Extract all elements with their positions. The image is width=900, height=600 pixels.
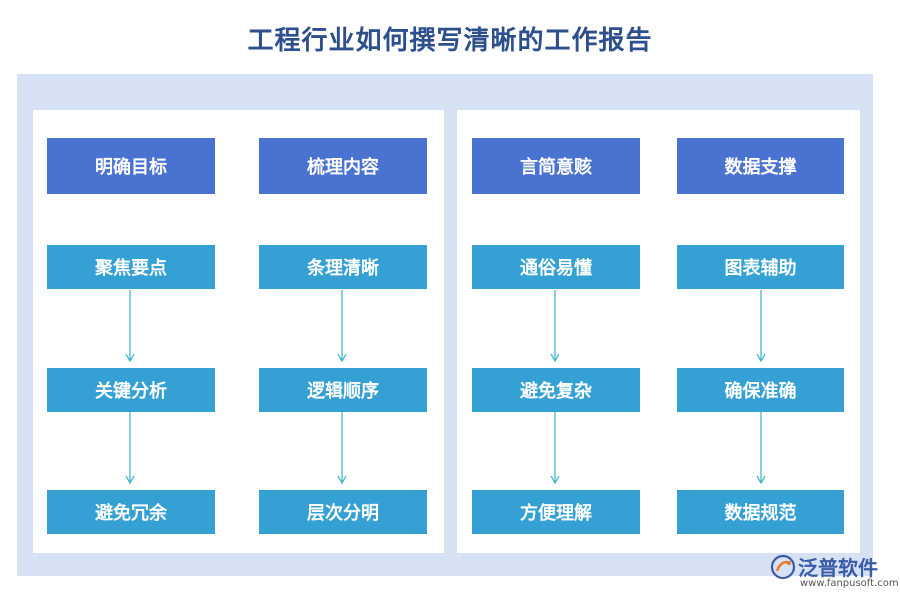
- heading-box-4: 数据支撑: [677, 138, 844, 194]
- step-box-1-3: 避免冗余: [47, 490, 215, 534]
- step-box-4-1: 图表辅助: [677, 245, 844, 289]
- step-box-2-1: 条理清晰: [259, 245, 427, 289]
- heading-box-3: 言简意赅: [472, 138, 640, 194]
- step-box-3-1: 通俗易懂: [472, 245, 640, 289]
- step-box-3-3: 方便理解: [472, 490, 640, 534]
- step-box-4-2: 确保准确: [677, 368, 844, 412]
- logo-icon: [770, 554, 796, 580]
- heading-box-2: 梳理内容: [259, 138, 427, 194]
- step-box-2-2: 逻辑顺序: [259, 368, 427, 412]
- logo-name: 泛普软件: [798, 556, 878, 580]
- step-box-1-1: 聚焦要点: [47, 245, 215, 289]
- step-box-4-3: 数据规范: [677, 490, 844, 534]
- step-box-2-3: 层次分明: [259, 490, 427, 534]
- logo-url: www.fanpusoft.com: [800, 578, 899, 589]
- page-title: 工程行业如何撰写清晰的工作报告: [247, 26, 653, 56]
- heading-box-1: 明确目标: [47, 138, 215, 194]
- step-box-3-2: 避免复杂: [472, 368, 640, 412]
- brand-logo: 泛普软件 www.fanpusoft.com: [770, 550, 899, 596]
- step-box-1-2: 关键分析: [47, 368, 215, 412]
